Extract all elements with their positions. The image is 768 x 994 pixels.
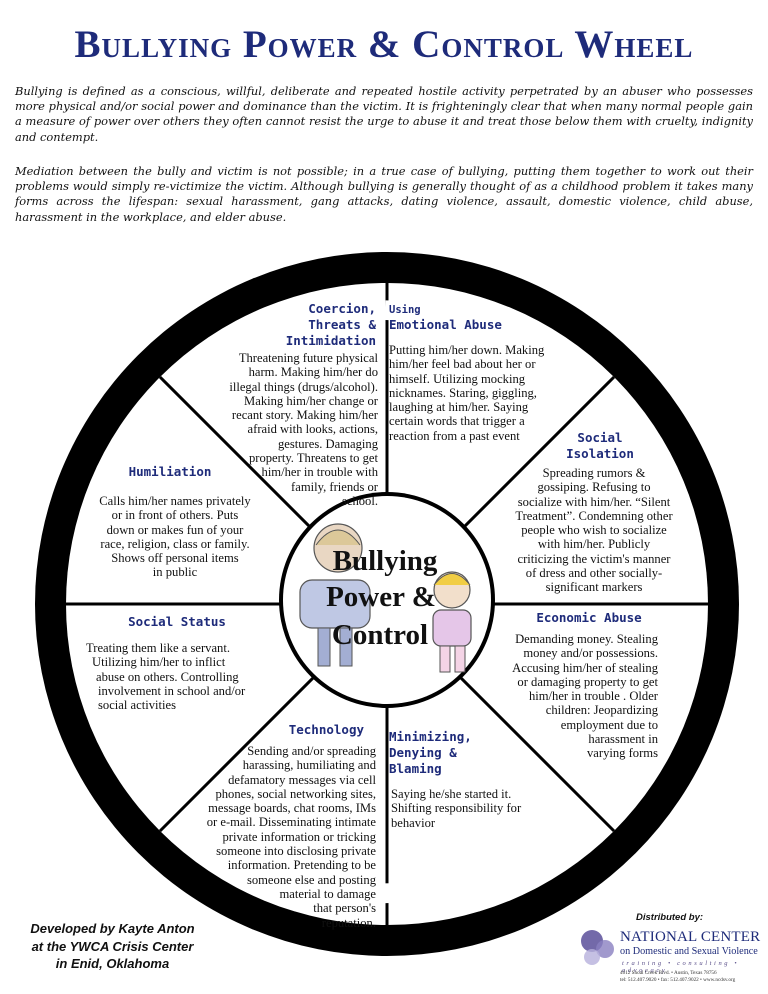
segment-title-economic-abuse: Economic Abuse — [536, 610, 642, 625]
segment-body-technology: Sending and/or spreading harassing, humi… — [206, 744, 376, 930]
segment-title-social-status: Social Status — [128, 614, 226, 629]
intro-paragraph-2: Mediation between the bully and victim i… — [15, 164, 753, 224]
segment-body-social-isolation: Spreading rumors & gossiping. Refusing t… — [515, 466, 673, 595]
hub-line-2: Power & — [326, 581, 436, 613]
page-title: Bullying Power & Control Wheel — [74, 23, 694, 66]
hub: Bullying Power & Control — [279, 492, 495, 708]
segment-title-emotional-abuse: Using Emotional Abuse — [389, 304, 502, 332]
segment-body-minimizing: Saying he/she started it. Shifting respo… — [391, 787, 522, 830]
segment-title-technology: Technology — [288, 722, 364, 737]
segment-title-coercion: Coercion, Threats & Intimidation — [285, 301, 376, 348]
segment-title-minimizing: Minimizing, Denying & Blaming — [389, 729, 472, 776]
segment-title-social-isolation: Social Isolation — [566, 430, 634, 461]
distributed-by-label: Distributed by: — [636, 912, 704, 923]
segment-title-humiliation: Humiliation — [128, 464, 212, 479]
segment-body-economic-abuse: Demanding money. Stealing money and/or p… — [512, 632, 658, 761]
segment-body-humiliation: Calls him/her names privately or in fron… — [99, 494, 251, 580]
org-address: 4612 Shoal Creek Blvd. • Austin, Texas 7… — [620, 970, 717, 976]
org-tagline: training • consulting • advocacy — [622, 960, 740, 974]
developer-credit: Developed by Kayte Anton at the YWCA Cri… — [30, 921, 195, 971]
hub-line-3: Control — [332, 619, 428, 651]
org-contact: tel: 512.407.9020 • fax: 512.407.9022 • … — [620, 977, 736, 983]
org-subtitle: on Domestic and Sexual Violence — [620, 946, 758, 957]
intro-paragraph-1: Bullying is defined as a conscious, will… — [15, 84, 753, 144]
org-name: NATIONAL CENTER — [620, 929, 761, 945]
hub-line-1: Bullying — [333, 545, 438, 577]
segment-body-emotional-abuse: Putting him/her down. Making him/her fee… — [389, 343, 545, 443]
segment-body-coercion: Threatening future physical harm. Making… — [229, 351, 378, 508]
segment-body-social-status: Treating them like a servant. Utilizing … — [86, 641, 246, 713]
ncdsv-logo-icon — [581, 930, 614, 965]
children-illustration — [299, 523, 472, 673]
